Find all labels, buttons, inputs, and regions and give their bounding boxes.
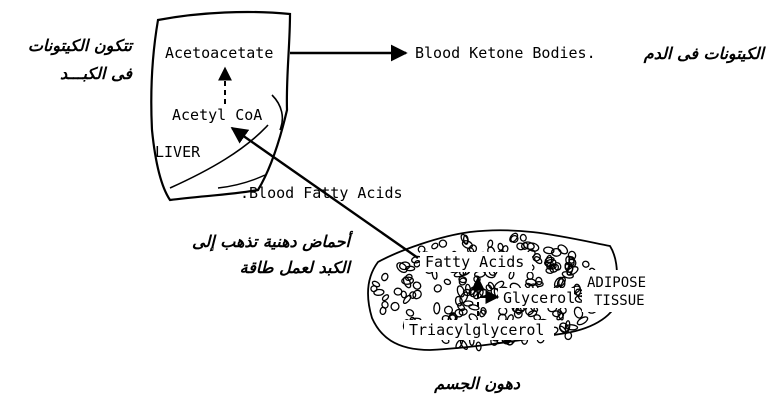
fatty-acids-to-liver-caption-line1: أحماض دهنية تذهب إلى [192,232,350,251]
adipose-cell [493,280,505,290]
adipose-cell [475,341,482,352]
fatty-acids-to-liver-caption-line2: الكبد لعمل طاقة [239,258,350,277]
adipose-cell [401,276,415,285]
adipose-cell [457,303,466,311]
adipose-cell [558,325,567,334]
adipose-cell [479,309,486,318]
adipose-cell [557,244,569,255]
adipose-cell [519,233,527,242]
adipose-cell [400,290,407,299]
adipose-cell [543,260,553,269]
liver-lobe-notch [271,94,284,131]
adipose-cell [431,242,439,250]
adipose-cell [433,302,441,315]
acetoacetate-label: Acetoacetate [165,44,273,62]
adipose-cell [582,260,590,268]
adipose-cell [413,260,421,268]
adipose-cell [396,262,408,274]
adipose-cell [521,242,529,250]
adipose-cell [460,233,469,244]
adipose-cell [509,232,519,243]
adipose-cell [468,304,480,311]
adipose-cell [564,331,573,341]
acetyl-coa-label: Acetyl CoA [172,106,262,124]
adipose-cell [464,283,471,294]
adipose-cell [433,284,442,293]
adipose-cell [412,281,422,290]
body-fats-caption: دهون الجسم [434,374,520,393]
adipose-cell [412,289,422,300]
adipose-cell [567,250,577,261]
adipose-label-line1: ADIPOSE [587,275,646,291]
adipose-cell [443,278,452,286]
adipose-cell [443,305,454,315]
adipose-cell [438,239,448,248]
ketones-in-blood-caption: الكيتونات فى الدم [643,44,764,63]
adipose-cell [513,309,523,319]
adipose-cell [381,272,389,282]
adipose-cell [565,255,575,267]
adipose-cell [402,294,412,304]
adipose-cell [532,253,541,262]
adipose-cell [458,308,468,316]
adipose-cell [487,239,494,249]
liver-label: LIVER [155,143,201,161]
adipose-cell [370,285,378,293]
fatty-acids-label: Fatty Acids [425,253,524,271]
blood-ketone-bodies-label: Blood Ketone Bodies. [415,44,596,62]
adipose-cell [381,300,389,309]
fatty-acids-backdrop [420,252,532,272]
adipose-cell [565,324,579,331]
adipose-cell [556,276,566,287]
liver-outline [150,10,292,202]
adipose-cell [497,242,504,251]
adipose-cell [381,294,390,302]
glycerol-label: Glycerol [503,289,575,307]
liver-detail-line [169,124,269,189]
liver-ligament [217,174,266,189]
adipose-cell [404,273,413,282]
adipose-cell [458,277,467,286]
ketone-formation-caption-line1: تتكون الكيتونات [27,36,132,55]
adipose-cell [552,310,561,318]
adipose-cell [566,263,574,276]
adipose-cell [510,234,519,244]
adipose-label-backdrop [582,270,654,312]
glycerol-backdrop [498,288,574,308]
adipose-cell [553,262,562,271]
adipose-cell [543,246,555,255]
arrow-fattyacids-to-acetylcoa [230,127,419,259]
adipose-cell [390,301,400,312]
adipose-cell [546,261,555,270]
blood-fatty-acids-label: .Blood Fatty Acids [240,184,403,202]
adipose-cell [516,242,525,251]
adipose-cell [405,308,415,317]
adipose-cell [576,316,589,326]
ketone-formation-caption-line2: فى الكبـــد [60,64,132,83]
adipose-label-line2: TISSUE [594,293,645,309]
adipose-cell [462,288,472,297]
adipose-cell [373,288,385,296]
adipose-cell [393,287,403,296]
adipose-outline [367,229,619,351]
adipose-cell [371,280,381,288]
triacylglycerol-backdrop [404,320,554,340]
triacylglycerol-label: Triacylglycerol [409,321,544,339]
adipose-cell [463,234,469,245]
adipose-cell [462,300,474,307]
adipose-cell [398,261,411,271]
adipose-cell [459,339,468,350]
adipose-cell [454,295,463,307]
